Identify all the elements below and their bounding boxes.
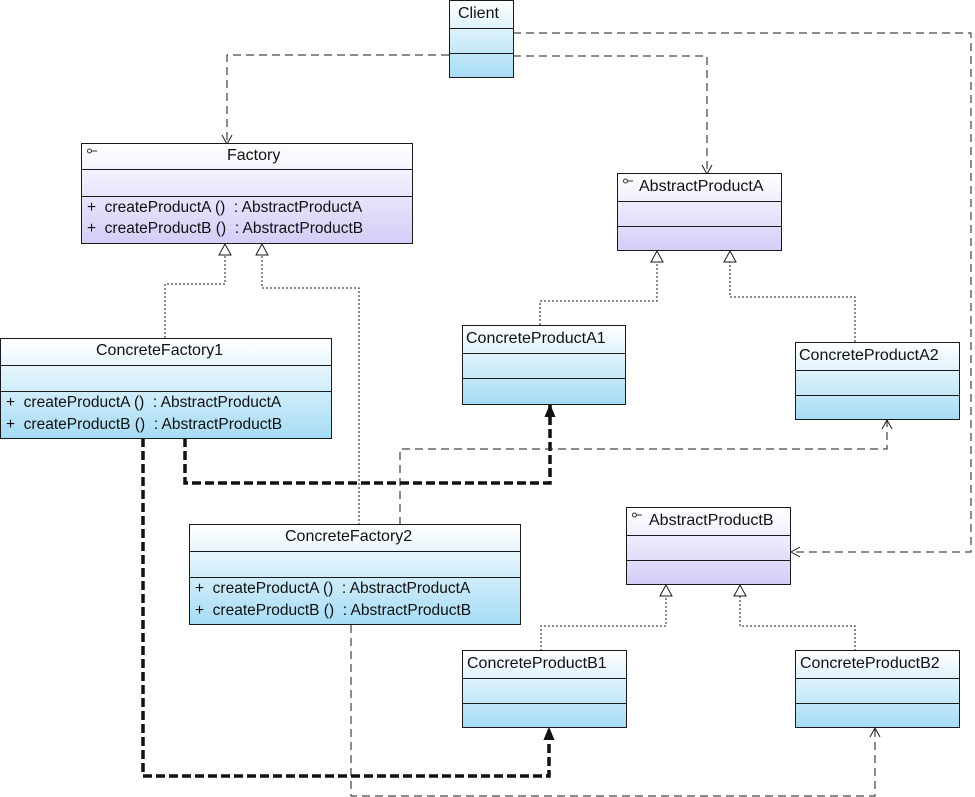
class-abstract-product-b[interactable]: AbstractProductB <box>626 507 791 585</box>
operation: + createProductA () : AbstractProductA <box>6 394 282 411</box>
class-concrete-factory-1[interactable]: ConcreteFactory1 + createProductA () : A… <box>0 338 332 439</box>
operations-compartment: + createProductA () : AbstractProductA +… <box>82 196 412 243</box>
operations-compartment: + createProductA () : AbstractProductA +… <box>1 391 331 438</box>
attributes-compartment <box>82 169 412 197</box>
class-header: ConcreteProductA2 <box>796 343 959 371</box>
class-client[interactable]: Client <box>449 0 514 78</box>
realize-b2-abstractb <box>733 583 856 651</box>
attributes-compartment <box>618 201 781 227</box>
key-icon <box>632 512 642 518</box>
class-name: ConcreteFactory1 <box>96 342 224 359</box>
class-name: ConcreteProductA2 <box>799 347 939 364</box>
class-concrete-product-b1[interactable]: ConcreteProductB1 <box>462 650 627 728</box>
class-header: ConcreteFactory2 <box>190 525 520 552</box>
dep-client-abstractproducta <box>513 55 713 176</box>
dep-cf1-producta1 <box>183 405 550 485</box>
realize-a1-abstracta <box>539 249 664 325</box>
attributes-compartment <box>627 535 790 561</box>
attributes-compartment <box>463 678 626 704</box>
class-header: Client <box>450 1 513 29</box>
operation: + createProductA () : AbstractProductA <box>87 199 363 216</box>
class-name: AbstractProductA <box>639 178 764 195</box>
operation: + createProductA () : AbstractProductA <box>195 580 471 597</box>
class-concrete-product-a1[interactable]: ConcreteProductA1 <box>462 325 626 405</box>
dep-cf2-producta2 <box>399 418 893 525</box>
attributes-compartment <box>1 365 331 392</box>
class-name: Client <box>458 5 499 22</box>
class-header: AbstractProductA <box>618 174 781 202</box>
dep-client-factory <box>221 54 449 146</box>
realize-cf2-factory <box>255 242 360 525</box>
class-abstract-product-a[interactable]: AbstractProductA <box>617 173 782 251</box>
realize-b1-abstractb <box>540 583 673 651</box>
dep-cf1-productb1 <box>141 438 549 778</box>
class-header: AbstractProductB <box>627 508 790 536</box>
class-name: ConcreteFactory2 <box>285 528 413 545</box>
class-name: AbstractProductB <box>649 512 774 529</box>
class-factory[interactable]: Factory + createProductA () : AbstractPr… <box>81 143 413 244</box>
operation: + createProductB () : AbstractProductB <box>195 602 472 619</box>
attributes-compartment <box>796 370 959 396</box>
class-concrete-factory-2[interactable]: ConcreteFactory2 + createProductA () : A… <box>189 524 521 625</box>
class-concrete-product-a2[interactable]: ConcreteProductA2 <box>795 342 960 420</box>
operation: + createProductB () : AbstractProductB <box>87 220 364 237</box>
class-name: ConcreteProductA1 <box>466 330 606 347</box>
class-concrete-product-b2[interactable]: ConcreteProductB2 <box>795 650 960 728</box>
key-icon <box>87 148 97 154</box>
class-header: ConcreteProductB1 <box>463 651 626 679</box>
attributes-compartment <box>190 551 520 578</box>
class-name: ConcreteProductB1 <box>467 655 607 672</box>
realize-cf1-factory <box>164 242 232 338</box>
realize-a2-abstracta <box>723 249 856 342</box>
key-icon <box>623 178 633 184</box>
attributes-compartment <box>796 678 959 704</box>
class-name: Factory <box>227 147 281 164</box>
class-header: ConcreteFactory1 <box>1 339 331 366</box>
attributes-compartment <box>450 28 513 54</box>
attributes-compartment <box>463 353 625 379</box>
class-header: Factory <box>82 144 412 170</box>
operation: + createProductB () : AbstractProductB <box>6 416 283 433</box>
class-name: ConcreteProductB2 <box>800 655 940 672</box>
dep-cf2-productb2 <box>350 625 881 797</box>
class-header: ConcreteProductA1 <box>463 326 625 354</box>
operations-compartment: + createProductA () : AbstractProductA +… <box>190 577 520 624</box>
dep-client-abstractproductb <box>513 32 972 558</box>
class-header: ConcreteProductB2 <box>796 651 959 679</box>
